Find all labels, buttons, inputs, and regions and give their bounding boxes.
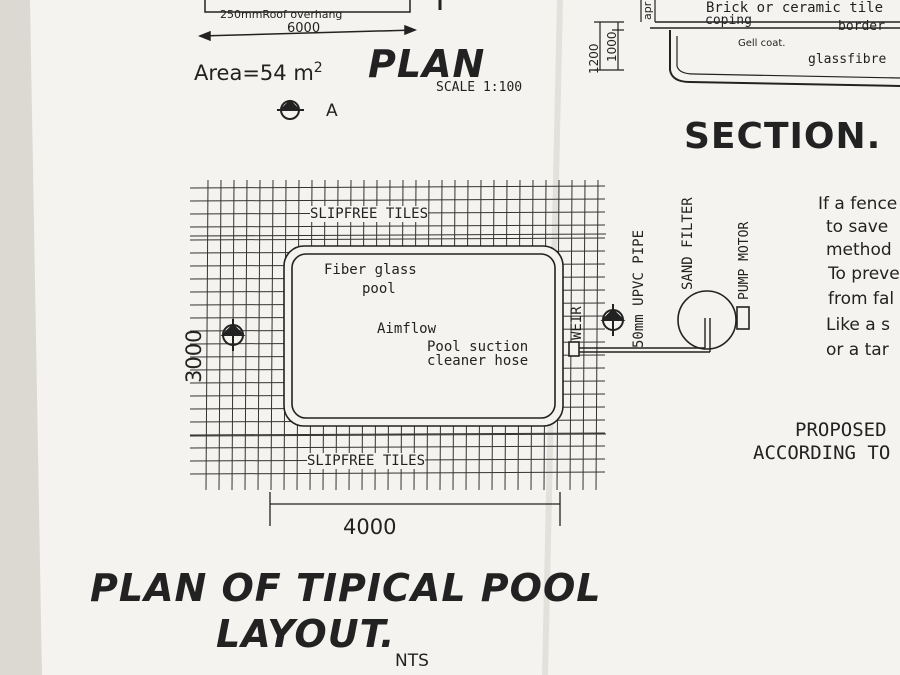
dim-arrow-right (404, 24, 418, 36)
grid-line-vertical (218, 179, 222, 491)
proposed-line2: ACCORDING TO (753, 442, 891, 464)
drawing-title-line1: PLAN OF TIPICAL POOL (90, 566, 602, 610)
note-line6: Like a s (826, 315, 890, 335)
grid-line-vertical (270, 179, 274, 491)
pump-motor-symbol (736, 306, 750, 330)
note-line5: from fal (828, 289, 895, 309)
width-dimension (269, 492, 561, 526)
brick-label: Brick or ceramic tile (706, 0, 884, 16)
suction-label-line2: cleaner hose (427, 353, 529, 369)
height-dim-label: 3000 (182, 329, 206, 383)
nts-label: NTS (395, 651, 429, 671)
note-line7: or a tar (826, 340, 889, 360)
note-line2: to save (826, 217, 889, 237)
grid-line-vertical (205, 179, 209, 491)
tiles-bottom-label: SLIPFREE TILES (307, 453, 426, 469)
glassfibre-label: glassfibre (808, 52, 887, 67)
pool-label-line2: pool (362, 281, 396, 297)
border-label: border (838, 19, 885, 34)
note-line4: To preve (828, 264, 900, 284)
grid-line-border (189, 233, 607, 237)
area-text: Area=54 m (194, 61, 314, 85)
dim-arrow-left (197, 30, 211, 42)
weir-label: WEIR (569, 306, 585, 340)
section-marker-a-symbol (277, 99, 304, 120)
proposed-line1: PROPOSED (795, 419, 887, 441)
tiles-top-label: SLIPFREE TILES (310, 206, 429, 222)
grid-line-vertical (582, 179, 586, 491)
coping-label: coping (705, 13, 752, 28)
note-line1: If a fence (818, 194, 898, 214)
gel-coat-label: Gell coat. (738, 38, 786, 49)
note-line3: method (826, 240, 892, 260)
grid-line-border (189, 433, 607, 437)
grid-line-horizontal (189, 471, 606, 475)
section-marker-left (220, 319, 246, 351)
area-superscript: 2 (313, 60, 323, 76)
width-dimension-line (199, 29, 416, 37)
section-drawing (594, 0, 900, 87)
aimflow-label: Aimflow (377, 321, 437, 337)
scale-label: SCALE 1:100 (436, 80, 523, 95)
grid-line-vertical (569, 179, 573, 491)
sand-filter-symbol (677, 290, 737, 350)
section-marker-right (600, 304, 626, 336)
dim-1200: 1200 (587, 43, 601, 74)
top-width-dimension: 6000 (287, 21, 321, 36)
fiberglass-pool (283, 245, 564, 427)
weir-box (568, 341, 580, 357)
grid-line-horizontal (189, 198, 606, 202)
pipe-run (576, 318, 711, 353)
grid-line-vertical (244, 179, 248, 491)
grid-line-vertical (595, 179, 599, 491)
section-title: SECTION. (684, 116, 882, 157)
grid-line-horizontal (189, 224, 606, 228)
paper-shadow-left (0, 0, 42, 675)
grid-line-horizontal (189, 445, 606, 449)
area-label: Area=54 m2 (194, 60, 323, 85)
plan-title: PLAN (368, 42, 486, 86)
drawing-title-line2: LAYOUT. (216, 612, 396, 656)
grid-line-vertical (257, 179, 261, 491)
grid-line-horizontal (189, 237, 606, 241)
pump-motor-label: PUMP MOTOR (737, 221, 752, 300)
pipe-label: 50mm UPVC PIPE (631, 229, 647, 348)
dim-1000: 1000 (605, 31, 619, 62)
pool-label-line1: Fiber glass (324, 262, 417, 278)
grid-line-horizontal (189, 432, 606, 436)
grid-line-horizontal (189, 185, 606, 189)
width-dim-label: 4000 (343, 515, 397, 539)
overhang-label: 250mmRoof overhang (220, 8, 343, 21)
apr-fragment: apr (641, 1, 654, 20)
roof-outline (204, 0, 411, 13)
top-plan-fragment (197, 0, 442, 42)
section-marker-label: A (326, 101, 338, 121)
suction-label-line1: Pool suction (427, 339, 529, 355)
sand-filter-label: SAND FILTER (680, 197, 696, 290)
